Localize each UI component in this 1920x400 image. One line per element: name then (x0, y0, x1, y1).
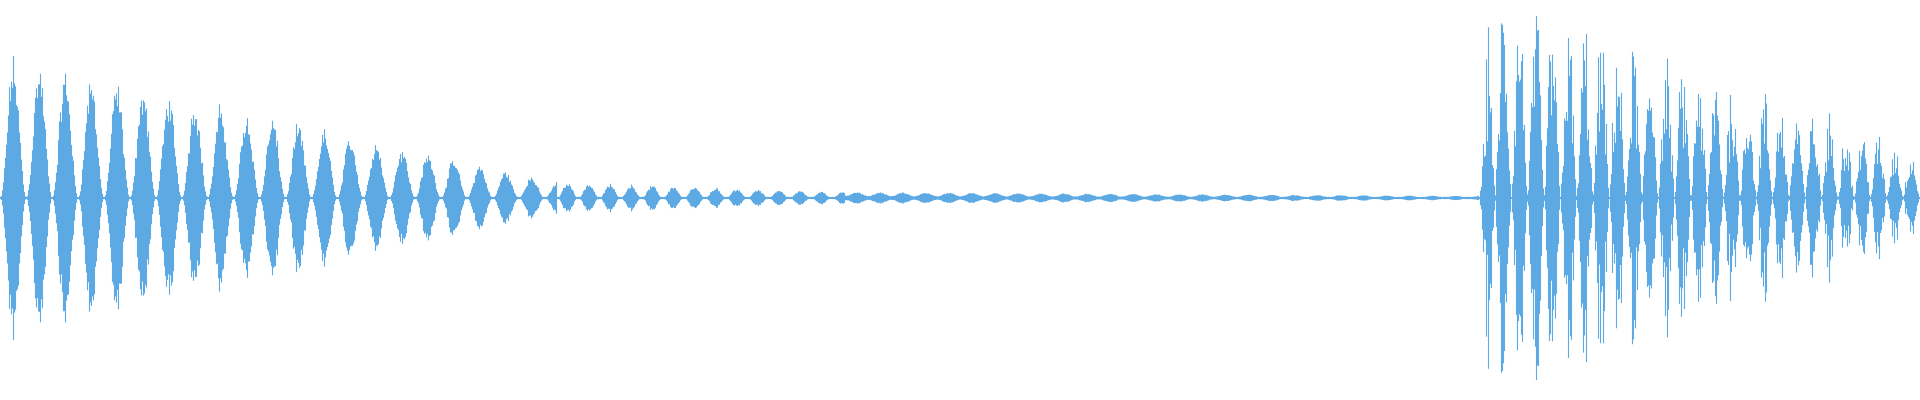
waveform-graphic (0, 16, 1920, 380)
